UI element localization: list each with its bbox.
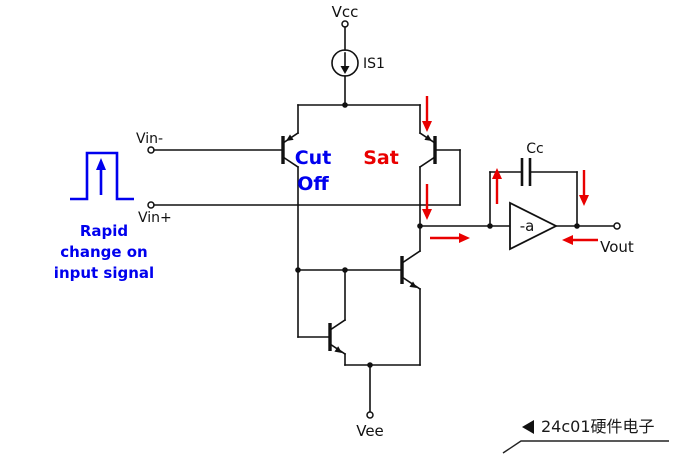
q2-collector-diag — [418, 155, 437, 169]
arrow-head — [422, 121, 432, 132]
diff-pair-rail — [297, 102, 421, 108]
cc-label: Cc — [526, 141, 543, 157]
cutoff-label: Cut Off — [295, 147, 332, 195]
rapid-change-annotation: Rapid change on input signal — [54, 222, 154, 282]
arrow-head — [562, 235, 573, 245]
q1-collector-diag — [281, 155, 300, 169]
vin-minus-terminal — [147, 146, 155, 154]
q4-emitter-arrow — [334, 346, 342, 353]
arrow-head — [459, 233, 470, 243]
input-pulse-waveform — [70, 151, 134, 201]
gain-stage: -a Vout — [417, 201, 634, 256]
vee-terminal-node — [366, 411, 374, 419]
transistor-q1-cutoff — [281, 104, 300, 271]
current-flow-arrows — [422, 96, 598, 245]
arrow-head — [579, 195, 589, 206]
vee-label: Vee — [356, 422, 384, 440]
q3-emitter-arrow — [409, 281, 417, 288]
vin-plus-terminal — [147, 201, 155, 209]
arrow-head — [422, 209, 432, 220]
vcc-terminal: Vcc — [332, 3, 359, 51]
watermark: 24c01硬件电子 — [502, 417, 669, 454]
annotation-line-1: Rapid — [80, 222, 128, 240]
current-arrow-down-into-q2 — [422, 96, 432, 132]
amp-gain-label: -a — [520, 217, 535, 235]
current-arrow-left-from-vout — [562, 235, 598, 245]
vin-plus-label: Vin+ — [138, 210, 172, 226]
is1-label: IS1 — [363, 56, 385, 72]
annotation-line-2: change on — [60, 243, 148, 261]
q4-collector-diag — [328, 318, 347, 332]
current-mirror — [295, 225, 422, 368]
pulse-trace — [70, 151, 134, 201]
arrow-head — [492, 168, 502, 179]
q1-emitter-arrow — [286, 134, 294, 141]
watermark-arrow-icon — [522, 420, 534, 434]
transistor-q2-saturated — [418, 104, 461, 227]
current-source-is1: IS1 — [331, 49, 385, 106]
rail-junction-dot — [342, 102, 348, 108]
cc-right-tap-dot — [574, 223, 580, 229]
amp-triangle — [509, 201, 559, 251]
current-arrow-right-to-amp — [430, 233, 470, 243]
vcc-label: Vcc — [332, 3, 359, 21]
vout-label: Vout — [600, 238, 634, 256]
annotation-line-3: input signal — [54, 264, 154, 282]
cutoff-label-line2: Off — [297, 173, 329, 195]
vee-terminal: Vee — [356, 364, 384, 440]
current-arrow-up-cc-left — [492, 168, 502, 204]
cutoff-label-line1: Cut — [295, 147, 332, 169]
sat-label: Sat — [363, 147, 399, 169]
vin-minus-label: Vin- — [136, 131, 163, 147]
compensation-capacitor-cc: Cc — [487, 141, 580, 229]
vout-terminal-node — [613, 222, 621, 230]
vin-minus-input: Vin- — [136, 131, 284, 154]
watermark-underline — [502, 440, 669, 454]
watermark-text: 24c01硬件电子 — [541, 417, 655, 436]
q2-emitter-arrow — [424, 134, 432, 141]
q3-collector-diag — [400, 249, 422, 265]
q3-emitter-diag — [400, 275, 422, 291]
pulse-up-arrow-head — [96, 158, 106, 170]
vcc-terminal-node — [341, 20, 349, 28]
current-arrow-down-cc-right — [579, 170, 589, 206]
current-source-arrow-head — [340, 66, 350, 74]
current-arrow-down-from-q2 — [422, 184, 432, 220]
vin-plus-input: Vin+ — [138, 149, 461, 226]
